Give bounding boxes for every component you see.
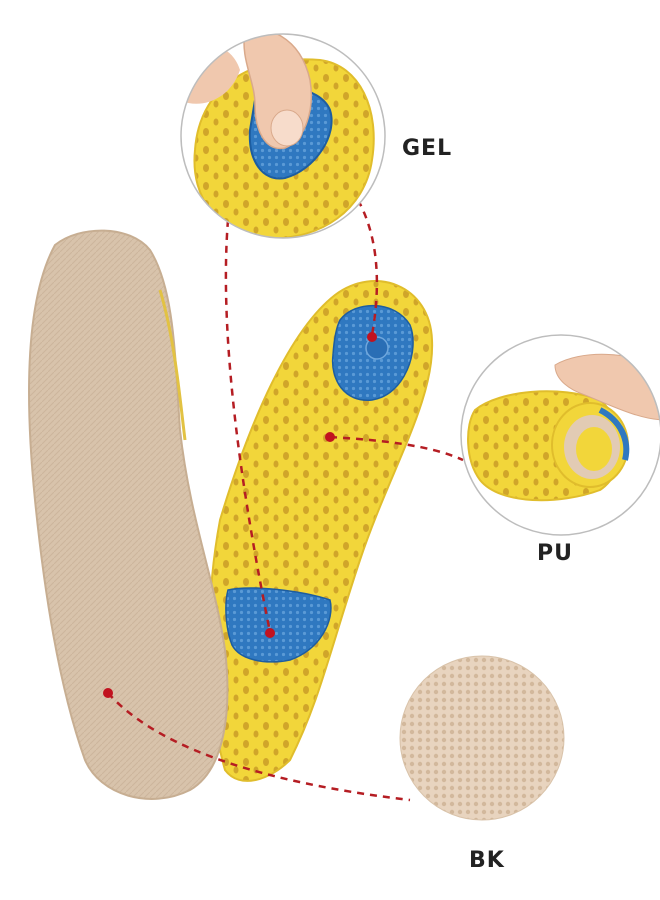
- pu-label: PU: [537, 541, 573, 566]
- gel-label: GEL: [402, 136, 453, 161]
- beige-insole: [28, 229, 229, 800]
- gel-pointer-line: [224, 219, 272, 633]
- pu-closeup: [460, 334, 660, 536]
- bk-pointer-line: [107, 692, 411, 802]
- bk-label: BK: [469, 848, 505, 873]
- pointer-lines: [107, 199, 464, 802]
- bk-mesh-swatch: [399, 655, 565, 821]
- pointer-dots: [103, 332, 377, 698]
- yellow-insole: [208, 280, 434, 782]
- pu-pointer-line: [329, 435, 464, 462]
- gel-pointer-line-2: [356, 199, 379, 336]
